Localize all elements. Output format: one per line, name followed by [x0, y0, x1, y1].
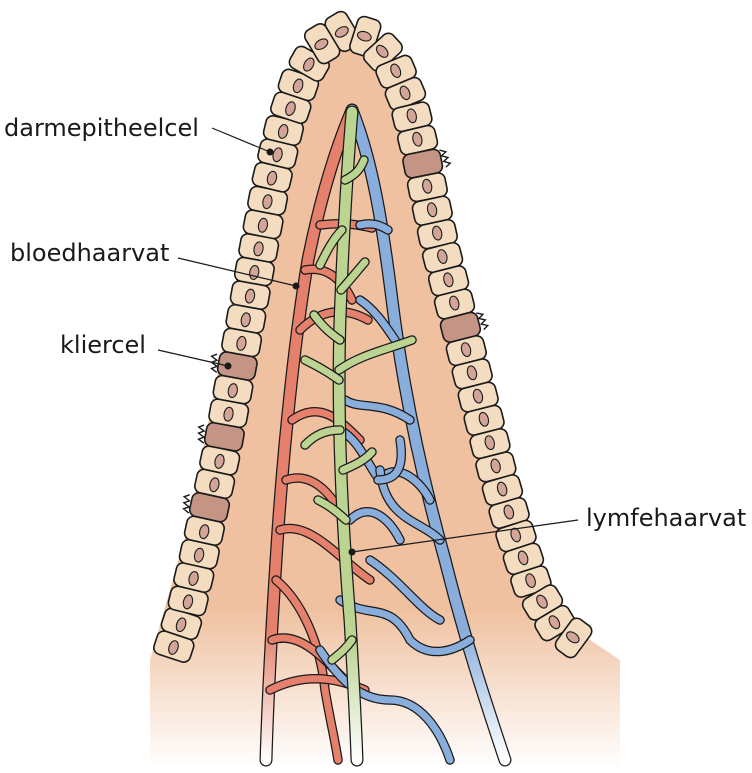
epithelial-cell	[481, 474, 524, 506]
epithelial-cell	[469, 427, 511, 460]
callouts	[157, 127, 579, 556]
epithelial-cell	[153, 630, 195, 663]
gland-cell	[439, 311, 490, 343]
label-bloedhaarvat: bloedhaarvat	[10, 239, 169, 267]
epithelial-cell	[554, 617, 593, 659]
callout-line-bloedhaarvat	[177, 257, 297, 287]
epithelium-layer	[153, 10, 593, 663]
epithelial-cell	[242, 209, 284, 240]
callout-dot-kliercel	[224, 362, 232, 370]
callout-dot-bloedhaarvat	[292, 282, 300, 290]
epithelial-cell	[194, 468, 236, 500]
epithelial-cell	[251, 161, 293, 193]
epithelial-cell	[451, 358, 493, 390]
callout-dot-darmepitheelcel	[266, 148, 274, 156]
epithelial-cell	[406, 172, 448, 203]
epithelial-cell	[225, 303, 267, 334]
epithelial-cell	[457, 381, 499, 413]
epithelial-cell	[384, 76, 427, 111]
callout-dot-lymfehaarvat	[348, 548, 356, 556]
epithelial-cell	[221, 327, 263, 358]
label-darmepitheelcel: darmepitheelcel	[4, 114, 199, 142]
epithelial-cell	[247, 185, 289, 216]
epithelial-cell	[445, 334, 487, 367]
epithelial-cell	[433, 288, 476, 320]
epithelial-cell	[396, 124, 439, 156]
epithelial-cell	[238, 233, 280, 263]
epithelial-cell	[427, 265, 470, 297]
capillary-network	[259, 103, 512, 767]
callout-line-kliercel	[157, 349, 229, 367]
epithelial-cell	[208, 398, 250, 429]
callout-line-lymfehaarvat	[351, 519, 579, 553]
label-lymfehaarvat: lymfehaarvat	[586, 504, 746, 532]
epithelial-cell	[391, 101, 433, 133]
epithelial-cell	[178, 538, 220, 570]
epithelial-cell	[270, 91, 312, 125]
label-kliercel: kliercel	[60, 331, 146, 359]
callout-line-darmepitheelcel	[211, 127, 271, 153]
epithelial-cell	[411, 195, 453, 226]
epithelial-cell	[303, 23, 341, 65]
epithelial-cell	[160, 607, 203, 641]
